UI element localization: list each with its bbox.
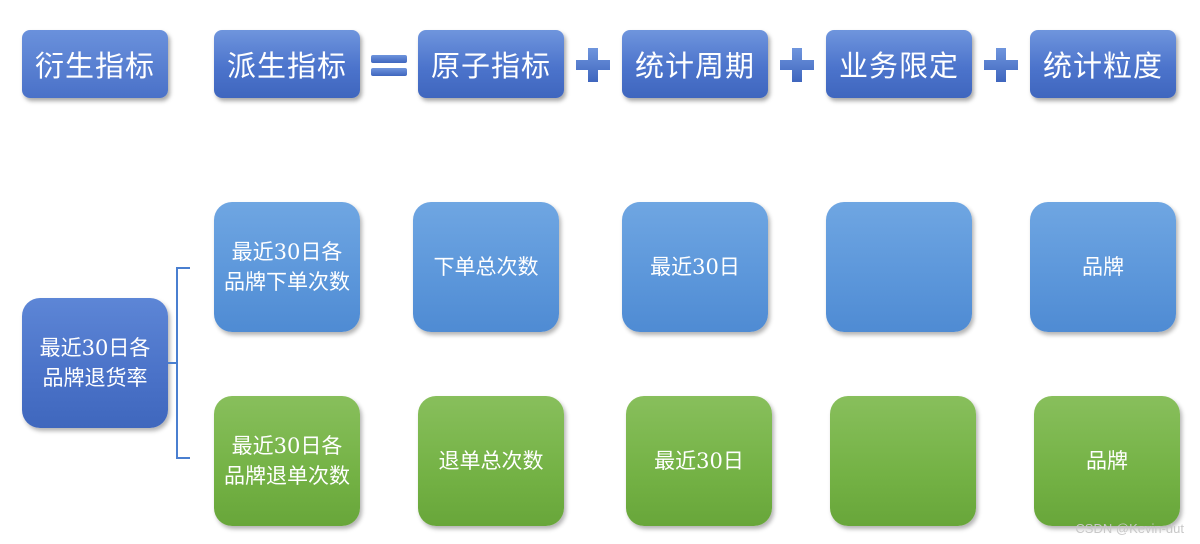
order-limit-box [826, 202, 972, 332]
return-granularity-label: 品牌 [1086, 449, 1128, 473]
business-limit-header: 业务限定 [826, 30, 972, 98]
equals-icon [371, 55, 407, 76]
derived-metric-example-label: 最近30日各品牌退货率 [39, 336, 151, 390]
business-limit-label: 业务限定 [838, 49, 959, 83]
order-period-label: 最近30日 [650, 255, 740, 279]
order-period-box: 最近30日 [622, 202, 768, 332]
plus-icon [984, 48, 1018, 82]
atomic-metric-header: 原子指标 [418, 30, 564, 98]
return-derived-label: 最近30日各品牌退单次数 [224, 434, 350, 488]
time-period-label: 统计周期 [634, 49, 755, 83]
plus-icon [780, 48, 814, 82]
return-atomic-label: 退单总次数 [438, 449, 544, 473]
order-atomic-box: 下单总次数 [413, 202, 559, 332]
granularity-label: 统计粒度 [1042, 49, 1163, 83]
return-limit-box [830, 396, 976, 526]
sub-metric-header: 派生指标 [214, 30, 360, 98]
order-derived-label: 最近30日各品牌下单次数 [224, 240, 350, 294]
derived-metric-label: 衍生指标 [34, 49, 155, 83]
return-period-label: 最近30日 [654, 449, 744, 473]
derived-metric-example: 最近30日各品牌退货率 [22, 298, 168, 428]
watermark: CSDN @Kevin-dut [1075, 521, 1184, 536]
order-atomic-label: 下单总次数 [433, 255, 539, 279]
bracket-connector-tick [168, 362, 177, 364]
plus-icon [576, 48, 610, 82]
return-derived-box: 最近30日各品牌退单次数 [214, 396, 360, 526]
return-atomic-box: 退单总次数 [418, 396, 564, 526]
order-granularity-box: 品牌 [1030, 202, 1176, 332]
bracket-connector [176, 267, 190, 459]
atomic-metric-label: 原子指标 [430, 49, 551, 83]
order-granularity-label: 品牌 [1082, 255, 1124, 279]
granularity-header: 统计粒度 [1030, 30, 1176, 98]
sub-metric-label: 派生指标 [226, 49, 347, 83]
return-granularity-box: 品牌 [1034, 396, 1180, 526]
derived-metric-header: 衍生指标 [22, 30, 168, 98]
time-period-header: 统计周期 [622, 30, 768, 98]
order-derived-box: 最近30日各品牌下单次数 [214, 202, 360, 332]
return-period-box: 最近30日 [626, 396, 772, 526]
